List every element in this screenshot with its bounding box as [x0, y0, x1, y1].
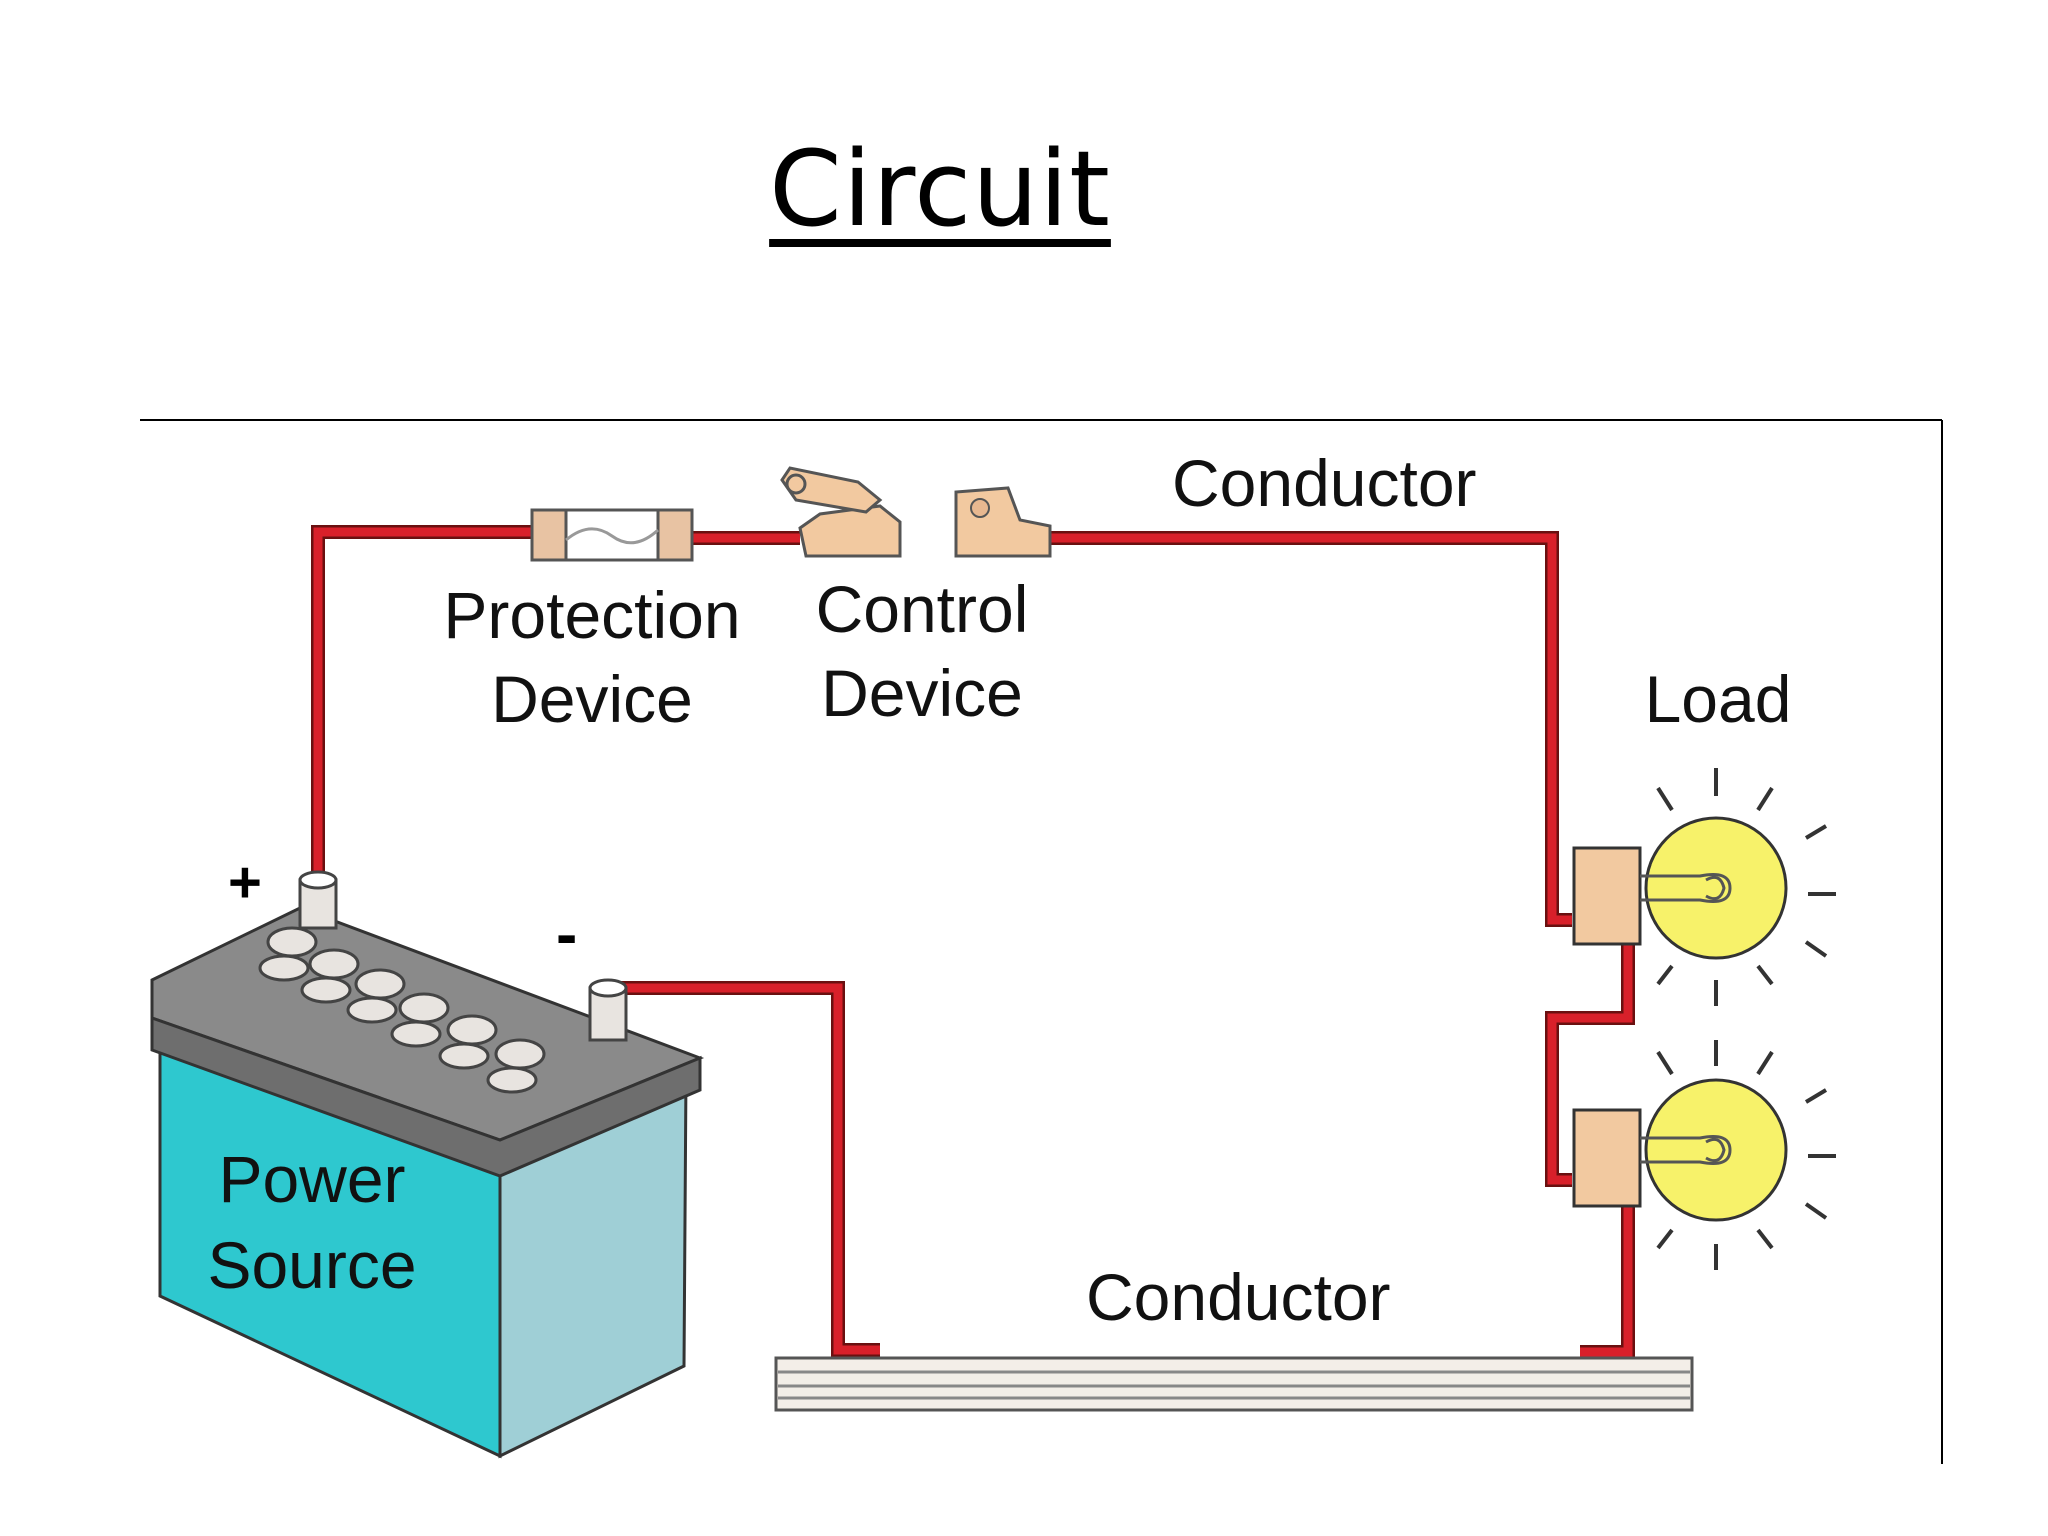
label-protection-line1: Protection [443, 578, 740, 652]
slide-title: Circuit [769, 128, 1111, 250]
label-conductor-top: Conductor [1172, 446, 1477, 520]
label-negative-terminal: - [556, 898, 577, 970]
label-load: Load [1645, 662, 1792, 736]
bulb-icon [1572, 768, 1836, 1006]
battery-icon [150, 870, 705, 1459]
switch-icon [780, 466, 1052, 558]
wire-top [311, 525, 1572, 927]
ground-bar-icon [774, 1356, 1694, 1412]
label-control-line1: Control [816, 572, 1029, 646]
fuse-icon [530, 508, 694, 562]
label-protection-line2: Device [491, 662, 693, 736]
label-power-line2: Source [207, 1228, 416, 1302]
label-positive-terminal: + [228, 850, 262, 915]
label-power-line1: Power [218, 1142, 405, 1216]
wire-between-bulbs [1545, 940, 1635, 1187]
bulb-icon [1572, 1040, 1836, 1270]
battery-cell-caps [258, 926, 546, 1094]
label-control-line2: Device [821, 656, 1023, 730]
wire-bulb-to-ground [1580, 1200, 1635, 1359]
wire-negative [614, 981, 880, 1357]
positive-terminal-post [298, 878, 338, 930]
label-conductor-bottom: Conductor [1086, 1260, 1391, 1334]
